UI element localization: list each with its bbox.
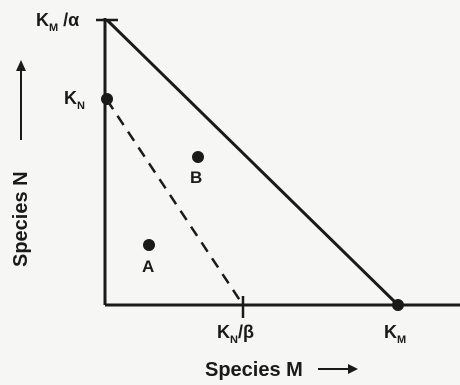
kn-intercept-dot <box>101 93 113 105</box>
x-axis-arrow-icon <box>318 364 358 374</box>
point-a-dot <box>143 239 155 251</box>
km-label: KM <box>384 322 406 346</box>
point-a-label: A <box>142 257 154 276</box>
kn-beta-label: KN/β <box>217 322 254 346</box>
point-b-dot <box>192 151 204 163</box>
species-n-isocline <box>105 99 245 306</box>
species-m-isocline <box>105 18 400 307</box>
y-axis-arrow-icon <box>16 60 26 140</box>
kn-label: KN <box>64 88 85 112</box>
point-b-label: B <box>190 168 202 187</box>
km-alpha-label: KM /α <box>36 10 79 34</box>
km-intercept-dot <box>392 299 404 311</box>
x-axis-title: Species M <box>205 359 303 381</box>
y-axis-title: Species N <box>10 171 32 267</box>
